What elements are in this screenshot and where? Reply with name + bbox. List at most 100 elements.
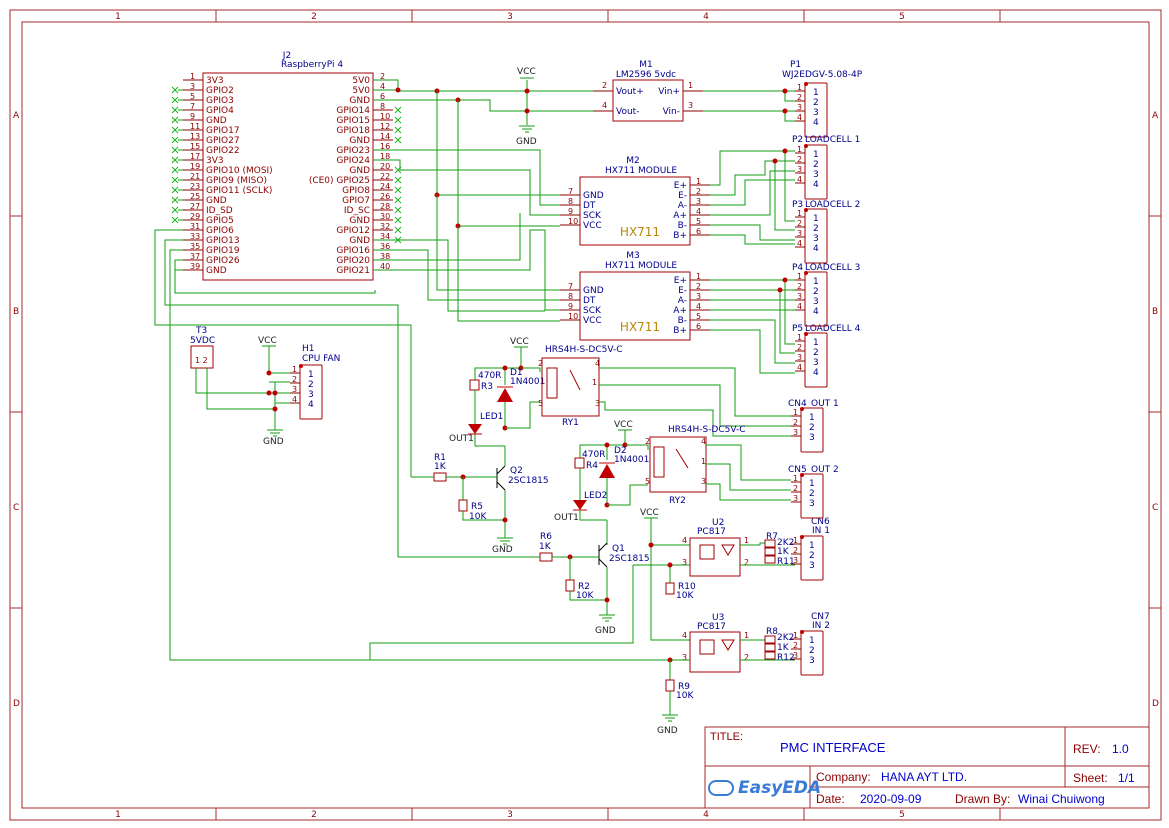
r3-value: 470R — [478, 371, 501, 381]
no-connect-mark — [171, 86, 179, 94]
connector-pin-number: 1 — [797, 272, 802, 281]
rpi-pin-number: 39 — [190, 262, 200, 271]
connector-pin-number: 3 — [797, 103, 802, 112]
rpi-pin-number: 11 — [190, 122, 200, 131]
d2-value: 1N4001 — [614, 455, 649, 465]
p3-ref: P3 — [792, 200, 803, 210]
q2-value: 2SC1815 — [508, 476, 549, 486]
no-connect-mark — [171, 166, 179, 174]
cloud-icon — [708, 780, 734, 796]
hx711-pin-name: DT — [583, 296, 596, 306]
no-connect-mark — [171, 106, 179, 114]
date-label: Date: — [816, 792, 845, 806]
hx711-pin-number: 9 — [568, 207, 573, 216]
connector-pin-label: 2 — [813, 160, 819, 170]
rpi-pin-name: 5V0 — [352, 86, 370, 96]
m2-ref: M2 — [626, 156, 640, 166]
connector-pin-label: 4 — [813, 368, 819, 378]
rpi-pin-number: 34 — [380, 232, 390, 241]
connector-pin-label: 3 — [809, 656, 815, 666]
hx711-pin-name: B+ — [673, 326, 687, 336]
u3-pin-1: 1 — [744, 631, 749, 640]
hx711-pin-number: 4 — [696, 302, 701, 311]
vcc-label-opto: VCC — [640, 508, 659, 518]
rpi-pin-number: 2 — [380, 72, 385, 81]
r4-ref: R4 — [586, 461, 598, 471]
rpi-pin-name: GPIO27 — [206, 136, 240, 146]
frame-row-label-left: A — [13, 111, 20, 121]
vcc-label-fan: VCC — [258, 336, 277, 346]
rpi-pin-number: 35 — [190, 242, 200, 251]
company-label: Company: — [816, 770, 871, 784]
no-connect-mark — [394, 106, 402, 114]
connector-pin-label: 4 — [813, 118, 819, 128]
r3-ref: R3 — [481, 382, 493, 392]
hx711-pin-name: DT — [583, 201, 596, 211]
r10-value: 10K — [676, 591, 694, 601]
connector-pin-number: 1 — [797, 83, 802, 92]
connector-pin-number: 3 — [793, 428, 798, 437]
gnd-label-q2: GND — [492, 545, 513, 555]
r6-ref: R6 — [540, 532, 552, 542]
rpi-pin-number: 6 — [380, 92, 385, 101]
frame-col-label-top: 1 — [115, 12, 121, 22]
connector-pin-label: 1 — [809, 636, 815, 646]
wires-power-and-hx711: VCC GND — [373, 67, 795, 322]
rpi-pin-name: GPIO3 — [206, 96, 234, 106]
connector-pin-number: 3 — [797, 353, 802, 362]
rpi-pin-number: 16 — [380, 142, 390, 151]
p4-ref: P4 — [792, 263, 803, 273]
connector-pin-label: 1 — [813, 150, 819, 160]
connector-pin-label: 2 — [809, 423, 815, 433]
hx711-pin-number: 8 — [568, 292, 573, 301]
hx711-pin-number: 10 — [568, 217, 578, 226]
rpi-pin-name: GPIO12 — [336, 226, 370, 236]
frame-col-label-bottom: 3 — [507, 810, 513, 820]
r7-ref: R7 — [766, 532, 778, 542]
hx711-pin-name: E+ — [674, 181, 687, 191]
rpi-pin-number: 7 — [190, 102, 195, 111]
rpi-pin-number: 37 — [190, 252, 200, 261]
led1-ref: LED1 — [480, 412, 503, 422]
p4-value: LOADCELL 3 — [805, 263, 860, 273]
hx711-pin-name: GND — [583, 286, 604, 296]
connector-pin-number: 3 — [292, 385, 297, 394]
ry2-value: HRS4H-S-DC5V-C — [668, 425, 746, 435]
ry2-pin-4: 4 — [701, 437, 706, 446]
r9-ref: R9 — [678, 682, 690, 692]
connector-pin-label: 2 — [813, 348, 819, 358]
drawn-by-value: Winai Chuiwong — [1018, 792, 1105, 806]
lm2596-m1: M1 LM2596 5vdc 2 4 1 3 Vout+ Vout- Vin+ … — [593, 60, 703, 122]
rpi-pin-name: GPIO5 — [206, 216, 234, 226]
frame-col-label-bottom: 4 — [703, 810, 709, 820]
hx711-pin-number: 4 — [696, 207, 701, 216]
hx711-pin-number: 10 — [568, 312, 578, 321]
hx711-pin-name: A+ — [673, 306, 687, 316]
no-connect-mark — [394, 176, 402, 184]
no-connect-mark — [171, 206, 179, 214]
m1-value: LM2596 5vdc — [616, 70, 676, 80]
rpi-value: RaspberryPi 4 — [281, 60, 343, 70]
hx711-pin-name: E- — [678, 286, 687, 296]
hx711-pin-name: B- — [678, 221, 687, 231]
connector-pin-number: 3 — [797, 165, 802, 174]
loadcell-connectors: P2 LOADCELL 1 P3 LOADCELL 2 P4 LOADCELL … — [792, 135, 861, 388]
p1-ref: P1 — [790, 60, 801, 70]
u3-value: PC817 — [697, 622, 726, 632]
rpi-pin-number: 27 — [190, 202, 200, 211]
connector-pin-number: 2 — [797, 93, 802, 102]
no-connect-mark — [171, 136, 179, 144]
no-connect-mark — [394, 196, 402, 204]
hx711-pin-name: VCC — [583, 316, 602, 326]
cn4-value: OUT 1 — [811, 399, 839, 409]
rpi-pin-number: 9 — [190, 112, 195, 121]
p2-value: LOADCELL 1 — [805, 135, 860, 145]
m3-ref: M3 — [626, 251, 640, 261]
r11-value: 1K — [777, 547, 790, 557]
led2-ref: LED2 — [584, 491, 607, 501]
cn7-value: IN 2 — [812, 621, 830, 631]
